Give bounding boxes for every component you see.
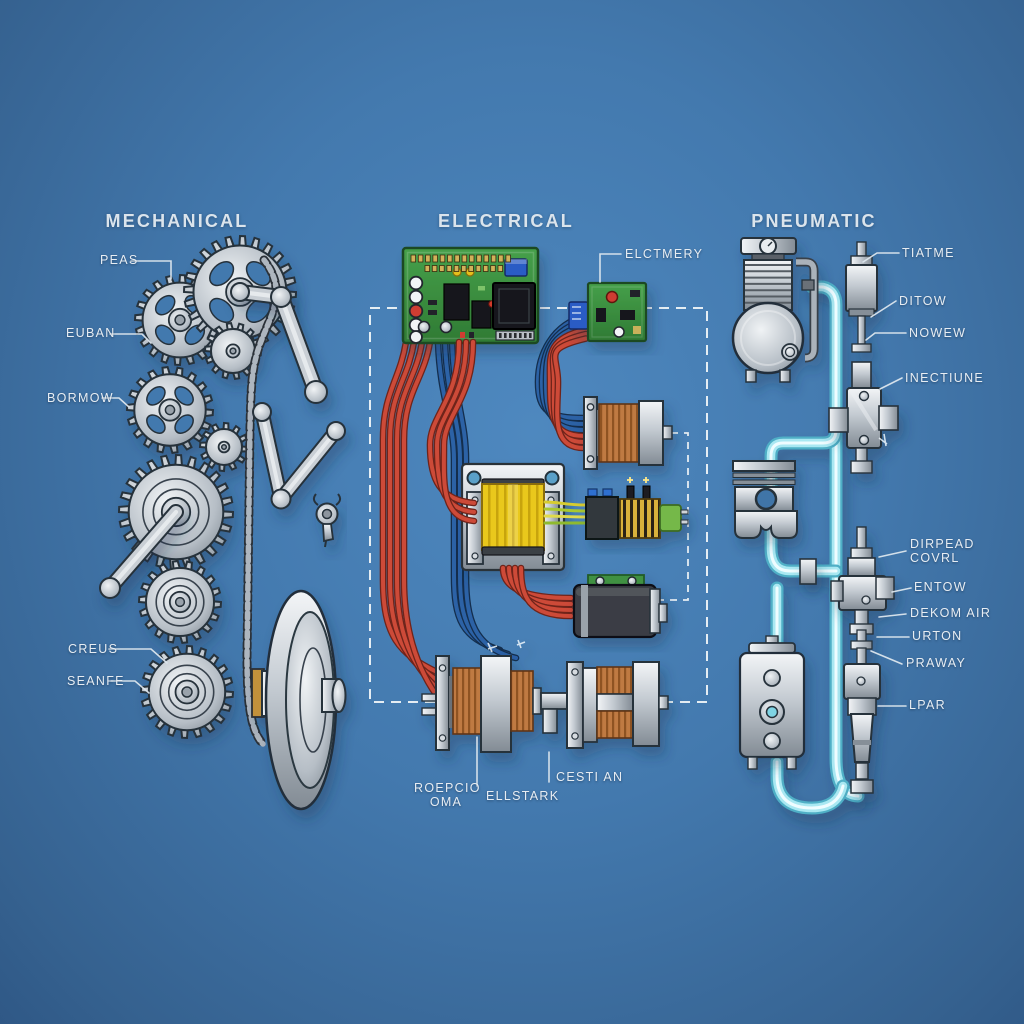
callout-cesti-an: CESTI AN <box>556 770 624 784</box>
air-receiver-tank <box>738 635 806 770</box>
section-title-electrical: ELECTRICAL <box>438 211 574 231</box>
pneumatic-tubes <box>764 280 865 815</box>
callout-inectiune: INECTIUNE <box>905 371 985 385</box>
callout-dirpead-covrl: DIRPEAD COVRL <box>910 537 975 566</box>
electric-motor-assembly <box>421 639 669 753</box>
callout-ditow: DITOW <box>899 294 947 308</box>
callout-elctmery: ELCTMERY <box>625 247 704 261</box>
callout-tiatme: TIATME <box>902 246 955 260</box>
air-compressor <box>731 237 819 383</box>
section-title-pneumatic: PNEUMATIC <box>751 211 877 231</box>
callout-leader-lines <box>101 252 912 787</box>
callout-euban: EUBAN <box>66 326 116 340</box>
wire-bundles <box>379 312 590 700</box>
callout-urton: URTON <box>912 629 963 643</box>
callout-roepcio-oma: ROEPCIO OMA <box>414 781 481 810</box>
transformer <box>460 462 566 572</box>
capacitor-solenoid <box>572 574 668 639</box>
callout-ellstark: ELLSTARK <box>486 789 560 803</box>
callout-dekom-air: DEKOM AIR <box>910 606 992 620</box>
callout-seanfe: SEANFE <box>67 674 125 688</box>
callout-lpar: LPAR <box>909 698 946 712</box>
flywheel <box>251 589 347 811</box>
callout-entow: ENTOW <box>914 580 967 594</box>
wire-bundles-mid <box>426 338 588 620</box>
cam-widget <box>312 493 342 548</box>
callout-creus: CREUS <box>68 642 119 656</box>
linkage-arms <box>99 282 346 599</box>
callout-peas: PEAS <box>100 253 139 267</box>
section-title-mechanical: MECHANICAL <box>105 211 249 231</box>
connector-assembly <box>585 477 689 540</box>
callout-bormow: BORMOW <box>47 391 114 405</box>
small-circuit-board <box>568 281 648 343</box>
piston <box>732 460 798 539</box>
callout-praway: PRAWAY <box>906 656 967 670</box>
electric-motor-small <box>583 396 673 470</box>
main-circuit-board <box>401 246 540 345</box>
callout-nowew: NOWEW <box>909 326 967 340</box>
valve-train <box>799 241 899 794</box>
